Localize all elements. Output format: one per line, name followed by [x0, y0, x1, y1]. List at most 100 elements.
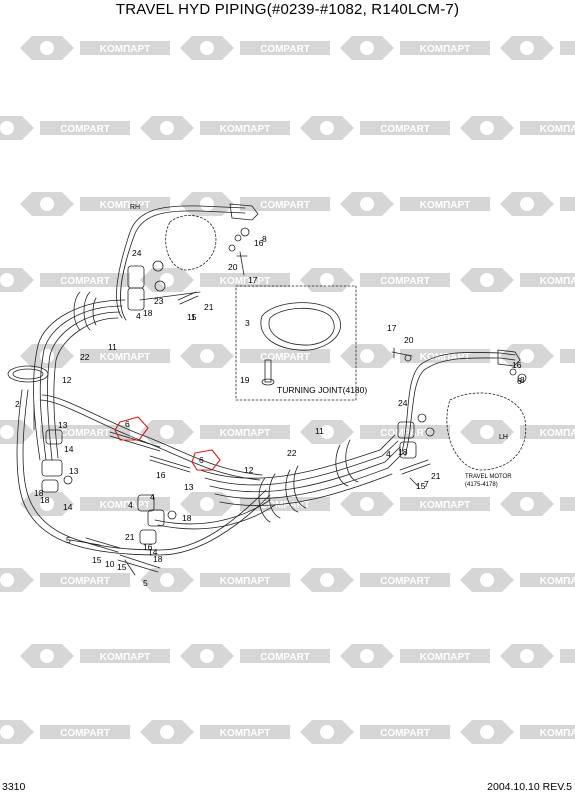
watermark-banner	[40, 273, 130, 287]
mid-pipe-5	[117, 554, 161, 573]
watermark-banner	[200, 121, 290, 135]
watermark-logo-hole	[360, 41, 374, 55]
watermark-banner	[360, 573, 450, 587]
hose-lh-upper	[401, 351, 516, 453]
watermark-text: KOMПAPT	[100, 44, 151, 55]
bundle-left-3	[46, 311, 121, 461]
travel-motor-range-label: (4175-4178)	[465, 482, 498, 488]
part-number-label: 18	[34, 488, 44, 498]
part-number-label: 11	[108, 342, 117, 352]
part-number-label: 11	[315, 426, 324, 436]
mid-flange-13	[147, 509, 165, 527]
lh-flange-13a	[45, 429, 63, 445]
part-number-label: 24	[132, 248, 142, 258]
watermark-logo-hole	[200, 349, 214, 363]
hose-lower-2	[157, 504, 276, 530]
part-number-label: 15	[117, 562, 127, 572]
watermark-logo-hole	[200, 649, 214, 663]
watermark-logo-hole	[320, 425, 334, 439]
watermark-logo-hole	[0, 573, 14, 587]
watermark-logo-hole	[520, 497, 534, 511]
watermark-banner	[520, 725, 575, 739]
watermark-text: COMPART	[260, 652, 310, 663]
watermark-text: KOMПAPT	[100, 652, 151, 663]
watermark-logo-hole	[320, 121, 334, 135]
watermark-logo-hole	[40, 197, 54, 211]
watermark-logo-hole	[520, 649, 534, 663]
watermark-text: COMPART	[380, 124, 430, 135]
watermark-logo-hole	[360, 349, 374, 363]
part-number-label: 20	[228, 262, 238, 272]
watermark-banner	[80, 41, 170, 55]
revision-date: 2004.10.10 REV.5	[487, 781, 572, 793]
part-number-label: 22	[287, 448, 297, 458]
watermark-text: KOMПAPT	[540, 276, 575, 287]
page-number: 3310	[2, 781, 26, 793]
watermark-banner	[360, 273, 450, 287]
watermark-text: COMPART	[60, 428, 110, 439]
watermark-banner	[240, 41, 330, 55]
watermark-text: KOMПAPT	[220, 576, 271, 587]
watermark-banner	[200, 725, 290, 739]
pipe-12-outer-2	[22, 389, 267, 551]
watermark-banner	[520, 573, 575, 587]
watermark-text: KOMПAPT	[420, 500, 471, 511]
watermark-logo-hole	[480, 425, 494, 439]
watermark-text: COMPART	[260, 500, 310, 511]
watermark-logo-hole	[160, 273, 174, 287]
watermark-text: KOMПAPT	[100, 200, 151, 211]
part-number-label: 15	[187, 312, 197, 322]
watermark-logo-hole	[0, 273, 14, 287]
watermark-logo-hole	[320, 725, 334, 739]
watermark-text: KOMПAPT	[100, 500, 151, 511]
part-number-label: 13	[58, 420, 68, 430]
lh-fitting-21	[399, 459, 431, 475]
watermark-logo-hole	[320, 573, 334, 587]
part-number-label: 13	[184, 482, 194, 492]
lh-fitting-15	[409, 477, 419, 487]
pipe-12-inner	[39, 399, 261, 481]
rh-oring-23	[154, 280, 166, 292]
watermark-text: KOMПAPT	[420, 200, 471, 211]
watermark-logo-hole	[480, 273, 494, 287]
turning-joint-gasket	[260, 302, 341, 351]
watermark-banner	[560, 497, 575, 511]
part-number-label: 2	[15, 399, 20, 409]
rh-flange-bottom	[127, 287, 145, 311]
watermark-banner	[560, 197, 575, 211]
part-number-label: 18	[182, 513, 192, 523]
watermark-logo-hole	[360, 197, 374, 211]
watermark-text: COMPART	[60, 124, 110, 135]
mid-pipe-7	[124, 559, 136, 576]
rh-fitting-21	[177, 291, 199, 305]
part-number-label: 8	[520, 375, 525, 385]
watermark-text: COMPART	[260, 44, 310, 55]
lh-flange-18	[41, 479, 59, 493]
part-number-label: 23	[154, 296, 164, 306]
clamp-center-1	[258, 473, 281, 523]
watermark-logo-hole	[320, 273, 334, 287]
part-number-label: 15	[416, 481, 426, 491]
highlight-part-6-a	[114, 416, 149, 441]
page-title: TRAVEL HYD PIPING(#0239-#1082, R140LCM-7…	[115, 1, 460, 18]
part-number-label: 15	[92, 555, 102, 565]
bundle-center-3	[209, 446, 401, 493]
watermark-logo-hole	[0, 121, 14, 135]
mid-fitting-16	[149, 455, 191, 473]
watermark-text: KOMПAPT	[220, 276, 271, 287]
lh-fitting-16	[509, 368, 517, 376]
part-number-label: 12	[62, 375, 72, 385]
pipe-12-outer	[16, 389, 271, 556]
watermark-text: COMPART	[60, 728, 110, 739]
mid-flange-4	[137, 494, 155, 512]
lh-motor-body	[446, 392, 527, 471]
part-number-label: 21	[204, 302, 214, 312]
part-number-label: 14	[63, 502, 73, 512]
watermark-logo-hole	[40, 649, 54, 663]
rh-fitting-8	[240, 227, 250, 237]
part-number-label: 7	[424, 479, 429, 489]
watermark-logo-hole	[520, 197, 534, 211]
watermark-text: COMPART	[260, 352, 310, 363]
watermark-text: COMPART	[380, 728, 430, 739]
